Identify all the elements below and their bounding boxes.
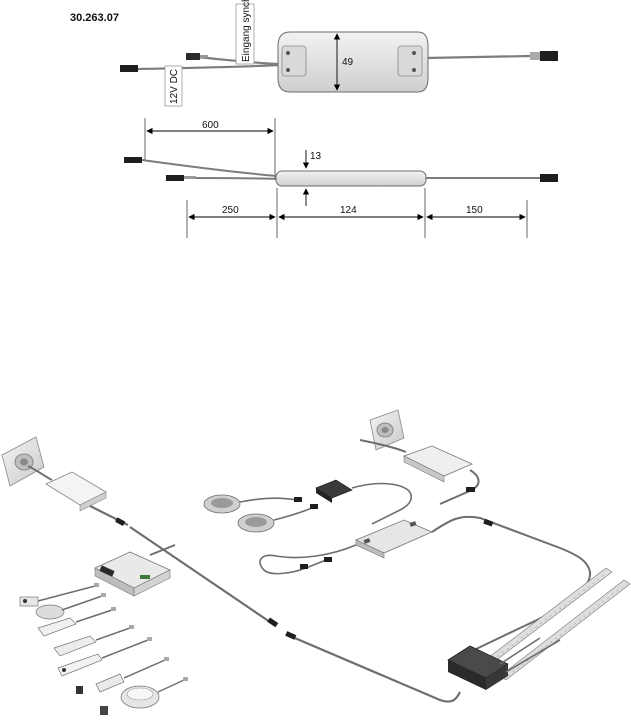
dim-label-250: 250	[222, 205, 239, 216]
led-strip-1	[479, 567, 613, 669]
downlight-2	[237, 504, 318, 533]
distributor-block	[315, 479, 413, 525]
downlight-1	[203, 494, 302, 514]
mount-pad-left	[281, 45, 307, 77]
label-input-12v: 12V DC	[169, 69, 180, 104]
accessory-remote-disc	[120, 677, 188, 709]
wall-socket-left	[1, 436, 53, 487]
accessory-sensor-2	[37, 607, 116, 637]
converter-housing-side	[275, 170, 427, 187]
distributor-hub	[447, 637, 561, 690]
accessory-small-block-2	[100, 706, 108, 715]
system-illustration	[1, 409, 631, 715]
wall-socket-right	[359, 409, 407, 453]
dim-label-13: 13	[310, 151, 322, 162]
connector-12v	[120, 65, 138, 72]
power-supply-left	[45, 471, 107, 512]
dim-label-150: 150	[466, 205, 483, 216]
top-view: 49 Eingang synchro 12V DC	[120, 0, 558, 107]
accessory-touch-dimmer	[35, 593, 106, 620]
mount-pad-right	[397, 45, 423, 77]
side-connector-2	[166, 175, 184, 181]
side-connector-output	[540, 174, 558, 182]
side-connector-1	[124, 157, 142, 163]
part-number: 30.263.07	[70, 12, 119, 24]
power-supply-right	[402, 445, 480, 505]
converter-housing-top	[277, 31, 429, 93]
switch-module	[94, 544, 176, 597]
label-input-synchro: Eingang synchro	[241, 0, 252, 62]
synchro-converter	[259, 515, 592, 651]
dim-label-600: 600	[202, 120, 219, 131]
input-cable-12v	[137, 63, 281, 71]
accessory-sensor-5	[95, 657, 169, 693]
led-strip-2	[499, 579, 631, 681]
accessory-sensor-4	[57, 637, 152, 677]
connector-output	[530, 51, 558, 61]
tag-12v: 12V DC	[164, 65, 183, 107]
accessory-sensor-3	[53, 625, 134, 657]
connector-synchro	[186, 53, 208, 60]
accessory-small-block-1	[76, 686, 83, 694]
side-view: 600 13 250 124 150	[124, 118, 558, 238]
side-input-cable-1	[141, 159, 279, 177]
side-input-cable-2	[195, 177, 279, 180]
tag-synchro: Eingang synchro	[235, 0, 255, 65]
output-cable	[425, 54, 531, 60]
dim-label-49: 49	[342, 57, 354, 68]
accessory-sensor-1	[19, 583, 99, 607]
dim-label-124: 124	[340, 205, 357, 216]
